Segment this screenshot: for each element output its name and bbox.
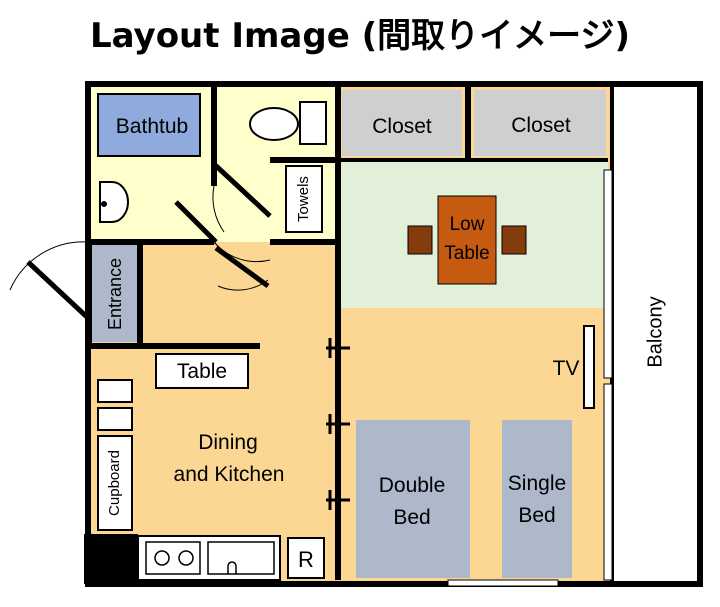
dining-table (155, 353, 249, 389)
corner-pillar (84, 534, 138, 584)
dining-table-label: Table (177, 360, 227, 383)
towels-label: Towels (295, 176, 312, 222)
cupboard (97, 435, 133, 531)
single-bed-label-line1: Single (508, 472, 566, 495)
low-table (437, 195, 497, 285)
closet-left (342, 90, 462, 156)
bathtub (97, 93, 201, 157)
single-bed-label-line2: Bed (518, 504, 555, 527)
chair-left (407, 225, 433, 255)
tv-unit (583, 325, 595, 409)
double-bed-label-line1: Double (379, 474, 446, 497)
kitchen-counter (137, 535, 281, 581)
balcony-label: Balcony (644, 296, 666, 367)
page-title: Layout Image (間取りイメージ) (89, 16, 631, 56)
toilet-icon (249, 101, 327, 145)
balcony-area (612, 86, 702, 584)
door-leaves (26, 162, 272, 320)
shelf-1 (97, 379, 133, 403)
sliding-doors (326, 338, 350, 510)
fridge (287, 537, 325, 579)
door-arcs (9, 185, 271, 291)
towels-shelf (285, 165, 323, 233)
entrance-label: Entrance (105, 258, 125, 330)
tv-label: TV (553, 357, 580, 380)
double-bed (356, 420, 470, 578)
stove-icon (145, 541, 201, 575)
shelf-2 (97, 407, 133, 431)
entrance-area (90, 242, 138, 342)
dining-label-line2: and Kitchen (174, 463, 285, 486)
single-bed (502, 420, 572, 578)
double-bed-label-line2: Bed (393, 506, 430, 529)
dining-label-line1: Dining (198, 431, 258, 454)
bathtub-label: Bathtub (116, 115, 188, 138)
low-table-label-line1: Low (450, 214, 485, 235)
chair-right (501, 225, 527, 255)
low-table-label-line2: Table (444, 243, 489, 264)
closet-right-label: Closet (511, 114, 571, 137)
windows (447, 169, 613, 587)
cupboard-label: Cupboard (106, 450, 123, 516)
fridge-label: R (298, 547, 314, 572)
kitchen-sink-icon (207, 541, 275, 575)
sink-icon (99, 181, 129, 223)
closet-left-label: Closet (372, 115, 432, 138)
closet-right (474, 90, 606, 156)
